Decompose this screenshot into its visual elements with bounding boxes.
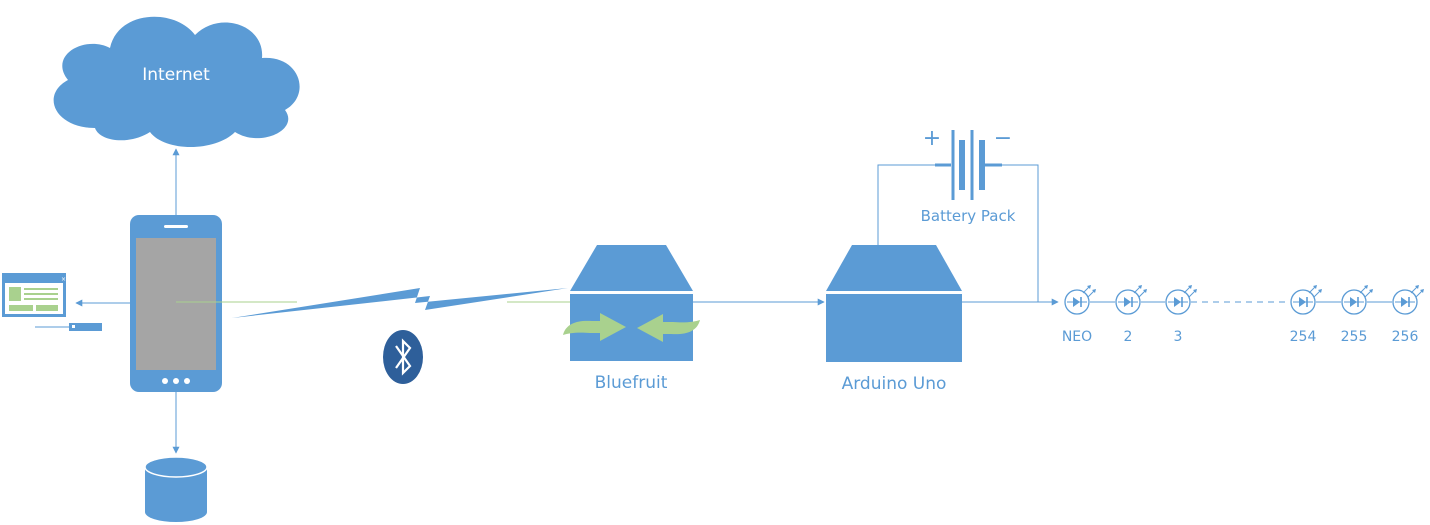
svg-text:×: × [61,276,66,283]
phone-speaker [164,225,188,228]
arduino-device: Arduino Uno [826,245,962,394]
phone-screen [136,238,216,370]
led-icon [1392,285,1424,315]
led-icon [1290,285,1322,315]
battery-plus: + [923,126,941,151]
battery-label: Battery Pack [921,207,1016,225]
led-6: 256 [1392,285,1424,345]
led-icon [1165,285,1197,315]
database [144,456,208,522]
led-label: 3 [1174,329,1183,345]
arduino-top [826,245,962,291]
database-top [144,456,208,478]
bluefruit-top [570,245,693,291]
led-icon [1115,285,1147,315]
led-label: 2 [1124,329,1133,345]
phone-button [173,378,179,384]
led-5: 255 [1341,285,1373,345]
led-1: NEO [1062,285,1096,345]
wireless-link [176,288,570,318]
arduino-label: Arduino Uno [842,374,947,394]
battery-wiring [877,164,1039,302]
led-label: 254 [1290,329,1317,345]
phone-button [184,378,190,384]
led-label: 255 [1341,329,1368,345]
arrow-right-icon [563,313,626,341]
arduino-body [826,294,962,362]
monitor: × [2,273,102,331]
bluetooth-badge [383,330,423,384]
led-4: 254 [1290,285,1322,345]
phone-button [162,378,168,384]
battery-icon [935,130,1002,200]
led-label: 256 [1392,329,1419,345]
led-2: 2 [1115,285,1147,345]
led-icon [1341,285,1373,315]
arrow-left-icon [637,314,700,342]
led-strip: NEO 2 3 254 255 256 [1062,285,1424,345]
bluefruit-device: Bluefruit [563,245,700,393]
led-icon [1064,285,1096,315]
battery-pack: + − Battery Pack [921,126,1016,225]
battery-minus: − [994,126,1012,151]
internet-cloud: Internet [53,16,300,148]
led-3: 3 [1165,285,1197,345]
cloud-label: Internet [142,65,210,85]
smartphone [130,215,222,392]
led-label: NEO [1062,329,1092,345]
lightning-link-icon [232,288,568,318]
cloud-icon [53,16,300,148]
bluefruit-label: Bluefruit [595,373,668,393]
